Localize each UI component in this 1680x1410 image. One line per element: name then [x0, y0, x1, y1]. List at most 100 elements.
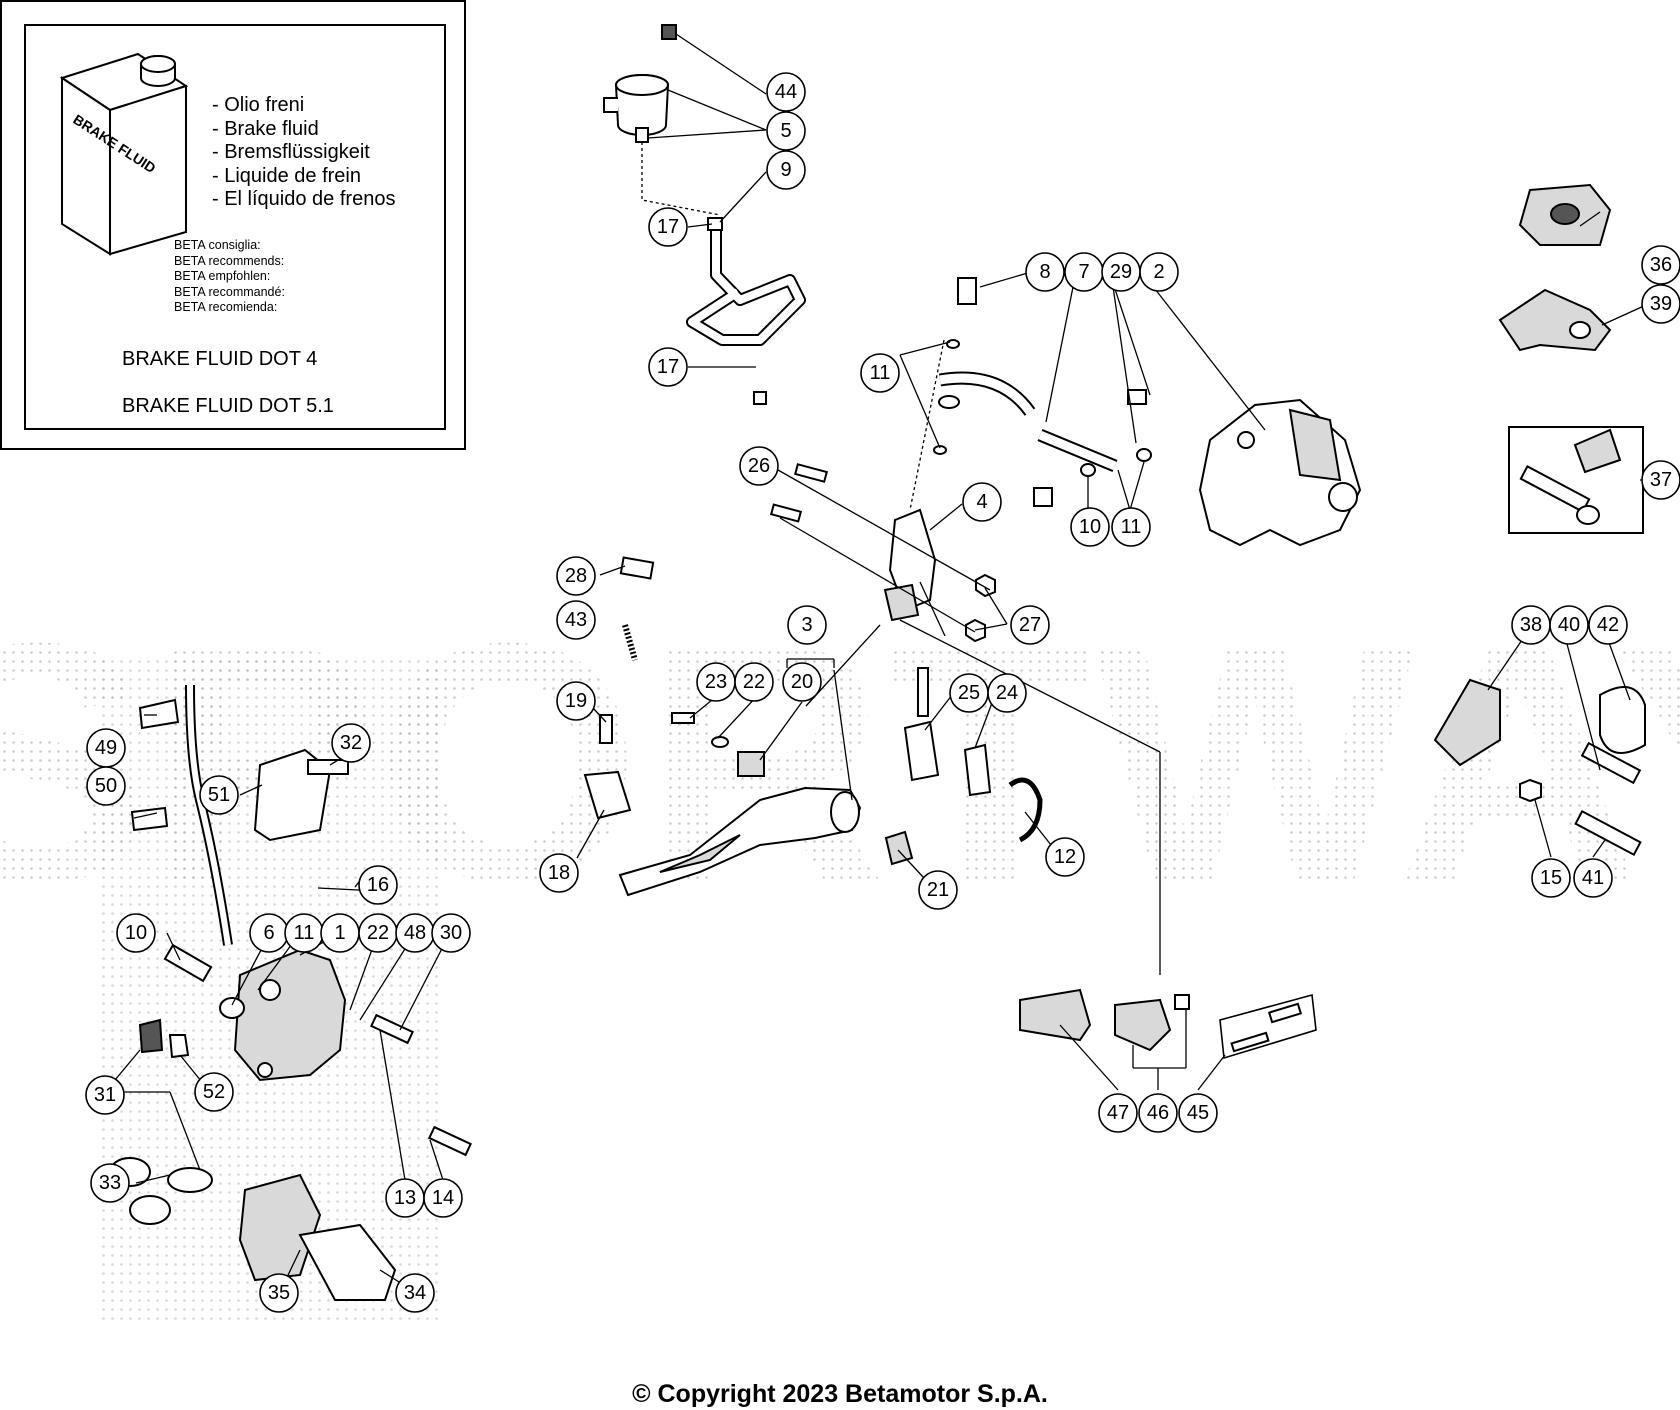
seal-kits-45-47 — [1019, 988, 1317, 1060]
info-box-inner-frame: BRAKE FLUID - Olio freni - Brake fluid -… — [24, 24, 446, 430]
svg-text:25: 25 — [958, 682, 980, 704]
brake-fluid-names: - Olio freni - Brake fluid - Bremsflüssi… — [212, 94, 395, 212]
svg-text:17: 17 — [657, 216, 679, 238]
svg-text:10: 10 — [125, 922, 147, 944]
callout-16: 16 — [358, 865, 398, 905]
svg-text:18: 18 — [548, 862, 570, 884]
callout-10-lower: 10 — [116, 913, 156, 953]
svg-text:16: 16 — [367, 874, 389, 896]
callout-44: 44 — [766, 72, 806, 112]
brake-pedal — [583, 556, 1043, 897]
svg-text:38: 38 — [1520, 614, 1542, 636]
caliper-kit-38-42 — [1433, 678, 1646, 857]
svg-text:21: 21 — [927, 879, 949, 901]
callout-49: 49 — [86, 728, 126, 768]
pad-set-36 — [1518, 183, 1612, 246]
svg-text:26: 26 — [748, 455, 770, 477]
svg-text:35: 35 — [268, 1282, 290, 1304]
fluid-name-en: - Brake fluid — [212, 117, 319, 140]
recommend-de: BETA empfohlen: — [174, 269, 271, 283]
svg-text:29: 29 — [1110, 261, 1132, 283]
callout-11-lower: 11 — [284, 913, 324, 953]
callout-1: 1 — [320, 913, 360, 953]
callout-33: 33 — [90, 1163, 130, 1203]
callout-46: 46 — [1138, 1093, 1178, 1133]
callout-24: 24 — [987, 673, 1027, 713]
callout-15: 15 — [1531, 858, 1571, 898]
svg-text:52: 52 — [203, 1081, 225, 1103]
fluid-name-de: - Bremsflüssigkeit — [212, 141, 370, 163]
svg-text:34: 34 — [404, 1282, 426, 1304]
callout-20: 20 — [782, 662, 822, 702]
svg-text:42: 42 — [1597, 614, 1619, 636]
svg-text:28: 28 — [565, 565, 587, 587]
svg-text:39: 39 — [1650, 293, 1672, 315]
brake-reservoir — [603, 24, 721, 216]
callout-39: 39 — [1641, 284, 1680, 324]
callout-7: 7 — [1064, 252, 1104, 292]
svg-text:5: 5 — [780, 120, 791, 142]
callout-22-caliper: 22 — [358, 913, 398, 953]
callout-3: 3 — [787, 605, 827, 645]
recommend-en: BETA recommends: — [174, 253, 285, 268]
svg-text:45: 45 — [1187, 1102, 1209, 1124]
callout-31: 31 — [85, 1075, 125, 1115]
svg-text:50: 50 — [95, 775, 117, 797]
callout-52: 52 — [194, 1072, 234, 1112]
caliper-bracket-39 — [1498, 288, 1612, 352]
svg-text:20: 20 — [791, 671, 813, 693]
svg-text:47: 47 — [1107, 1102, 1129, 1124]
svg-text:3: 3 — [801, 614, 812, 636]
svg-text:14: 14 — [432, 1187, 454, 1209]
callout-19: 19 — [556, 681, 596, 721]
svg-text:27: 27 — [1019, 614, 1041, 636]
svg-text:36: 36 — [1650, 254, 1672, 276]
callout-47: 47 — [1098, 1093, 1138, 1133]
svg-text:15: 15 — [1540, 867, 1562, 889]
pin-kit-37 — [1508, 426, 1644, 534]
callout-30: 30 — [431, 913, 471, 953]
callout-41: 41 — [1573, 858, 1613, 898]
recommend-it: BETA consiglia: — [174, 238, 261, 252]
callouts: 44 5 9 17 17 8 7 29 2 11 10 11 26 4 27 2… — [85, 72, 1680, 1313]
svg-text:4: 4 — [976, 491, 987, 513]
brake-hose-rear — [933, 277, 1152, 507]
svg-text:22: 22 — [367, 922, 389, 944]
watermark-text: SPORTWAY — [0, 573, 1680, 953]
svg-text:9: 9 — [780, 159, 791, 181]
callout-2: 2 — [1139, 252, 1179, 292]
callout-34: 34 — [395, 1273, 435, 1313]
callout-5: 5 — [766, 111, 806, 151]
svg-text:13: 13 — [394, 1187, 416, 1209]
svg-text:31: 31 — [94, 1084, 116, 1106]
callout-32: 32 — [331, 723, 371, 763]
brake-hose-reservoir — [686, 217, 806, 405]
callout-23: 23 — [696, 662, 736, 702]
callout-6: 6 — [249, 913, 289, 953]
svg-text:24: 24 — [996, 682, 1018, 704]
callout-50: 50 — [86, 766, 126, 806]
callout-21: 21 — [918, 870, 958, 910]
leader-lines — [104, 33, 1647, 1293]
recommend-es: BETA recomienda: — [174, 300, 278, 314]
callout-35: 35 — [259, 1273, 299, 1313]
callout-11-right: 11 — [1111, 507, 1151, 547]
callout-28: 28 — [556, 556, 596, 596]
callout-11-upper: 11 — [860, 353, 900, 393]
svg-text:37: 37 — [1650, 469, 1672, 491]
callout-37: 37 — [1641, 460, 1680, 500]
fluid-name-es: - El líquido de frenos — [212, 188, 396, 210]
callout-27: 27 — [1010, 605, 1050, 645]
svg-text:11: 11 — [294, 922, 315, 944]
callout-36: 36 — [1641, 245, 1680, 285]
callout-26: 26 — [739, 446, 779, 486]
svg-text:6: 6 — [263, 922, 274, 944]
svg-text:41: 41 — [1582, 867, 1604, 889]
svg-text:19: 19 — [565, 690, 587, 712]
rear-master-cylinder — [769, 339, 996, 643]
svg-text:22: 22 — [743, 671, 765, 693]
callout-51: 51 — [199, 775, 239, 815]
callout-14: 14 — [423, 1178, 463, 1218]
callout-25: 25 — [949, 673, 989, 713]
